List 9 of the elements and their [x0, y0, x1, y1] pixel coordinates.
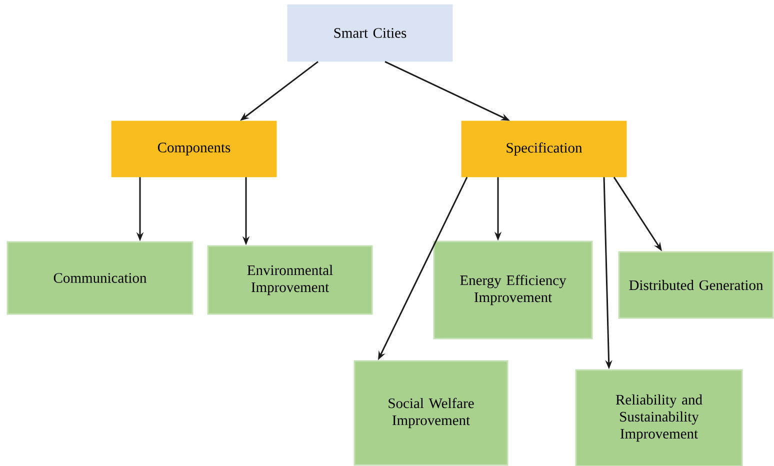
item-box: Energy Efficiency Improvement [433, 240, 593, 340]
title-box: Smart Cities [287, 4, 453, 62]
item-box: Reliability and Sustainability Improvement [575, 369, 743, 466]
item-box: Distributed Generation [618, 251, 774, 319]
item-box: Communication [6, 241, 194, 315]
category-box: Specification [461, 120, 627, 178]
category-box: Components [111, 120, 277, 178]
item-box: Environmental Improvement [207, 245, 373, 315]
item-box: Social Welfare Improvement [354, 360, 508, 466]
